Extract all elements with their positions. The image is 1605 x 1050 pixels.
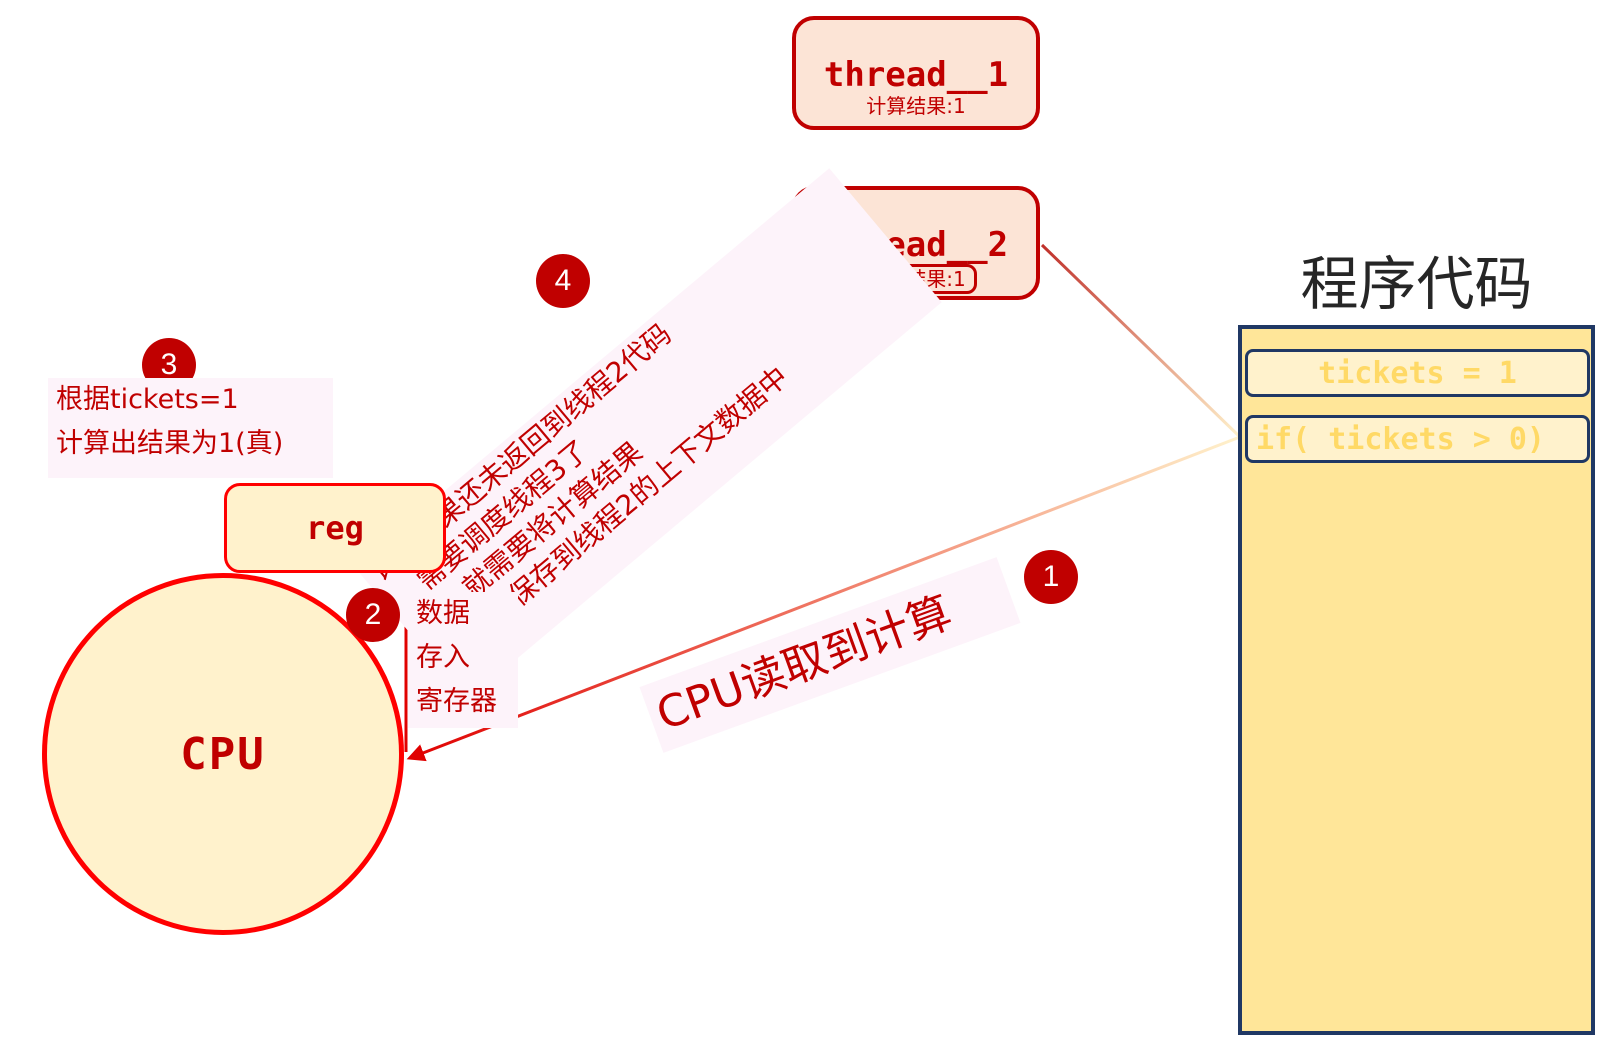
cpu-label: CPU <box>180 728 266 780</box>
code-panel: tickets = 1 if( tickets > 0) <box>1238 325 1595 1035</box>
code-line-tickets: tickets = 1 <box>1245 349 1590 397</box>
step3-line: 根据tickets=1 <box>56 384 239 415</box>
code-to-cpu-arrow <box>406 435 1241 762</box>
step2-badge: 2 <box>346 588 400 642</box>
step1-badge: 1 <box>1024 550 1078 604</box>
step4-badge: 4 <box>536 254 590 308</box>
thread2-to-code-connector <box>1040 243 1242 439</box>
register-box: reg <box>224 483 446 573</box>
step2-line: 存入 <box>416 642 470 673</box>
step3-line: 计算出结果为1(真) <box>56 428 284 459</box>
thread1-result: 计算结果:1 <box>866 94 966 118</box>
thread1-box: thread__1 计算结果:1 <box>792 16 1040 130</box>
register-label: reg <box>306 509 364 547</box>
cpu-circle: CPU <box>42 573 404 935</box>
thread1-name: thread__1 <box>823 55 1009 95</box>
code-line-if: if( tickets > 0) <box>1245 415 1590 463</box>
step2-line: 数据 <box>416 598 470 629</box>
code-panel-title: 程序代码 <box>1300 250 1533 318</box>
step3-note: 根据tickets=1 计算出结果为1(真) <box>48 378 333 478</box>
step2-line: 寄存器 <box>416 686 497 717</box>
step2-note: 数据 存入 寄存器 <box>408 592 518 728</box>
